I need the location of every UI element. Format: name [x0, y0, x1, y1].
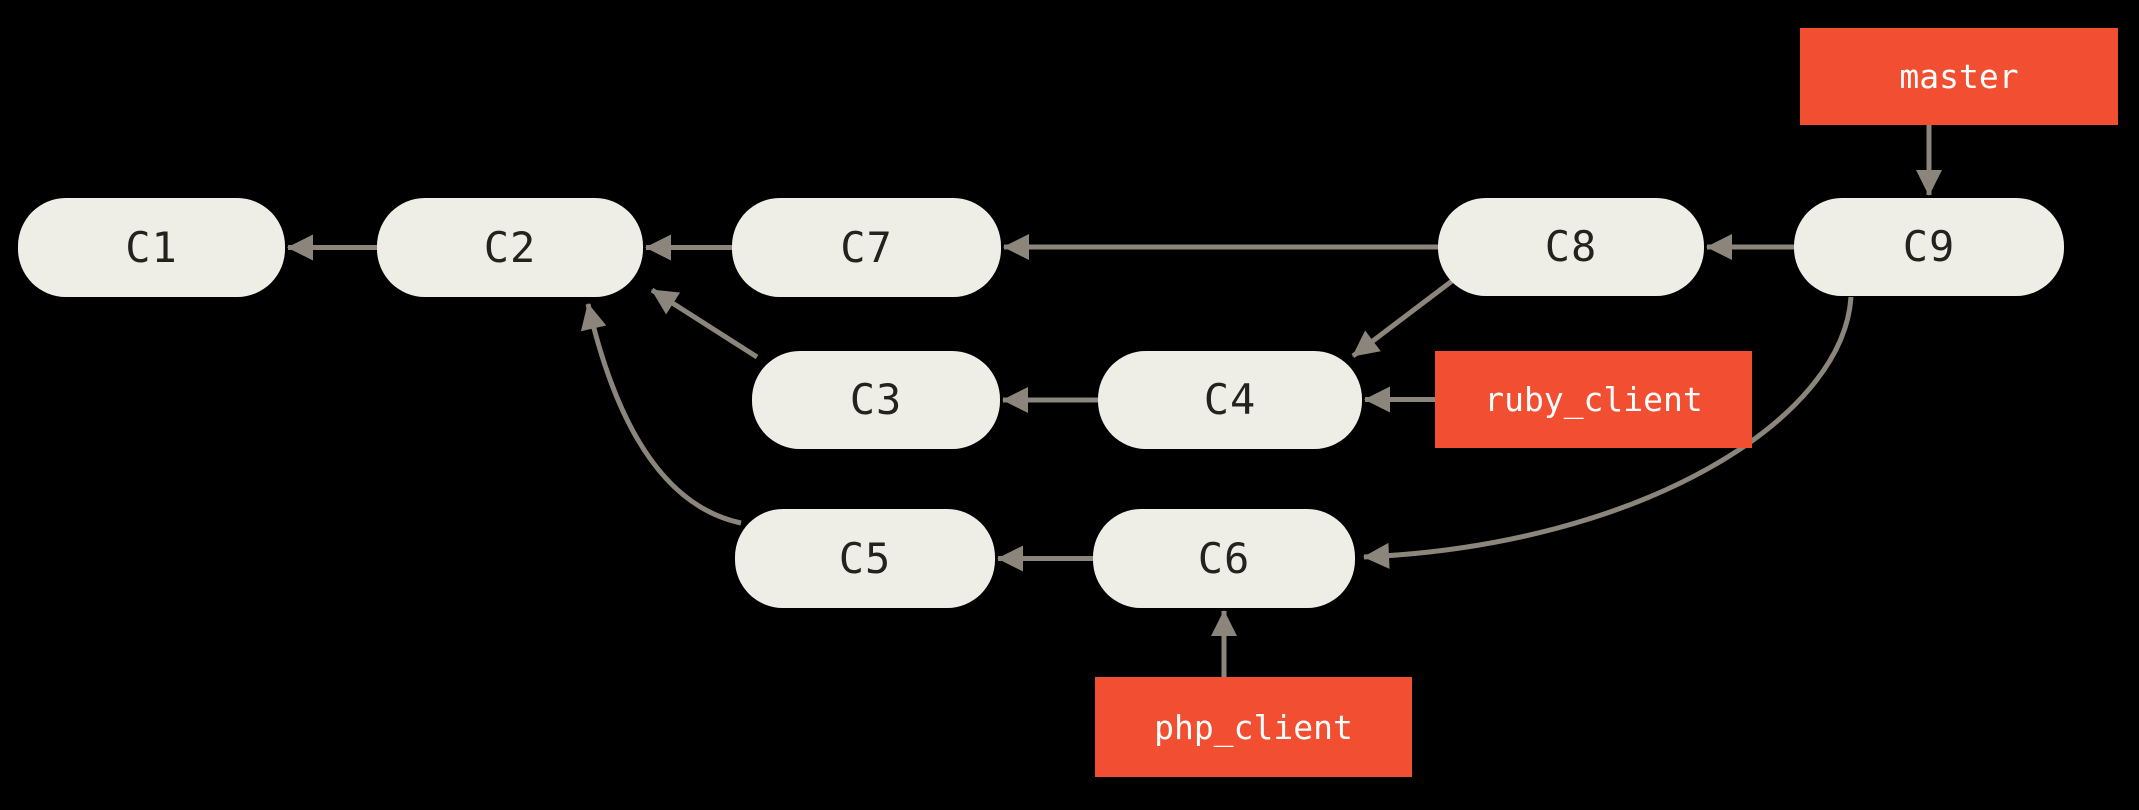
- edge-C8-to-C4: [1351, 279, 1454, 358]
- commit-label-text-C6: C6: [1197, 533, 1251, 583]
- branch-label-ruby_client: ruby_client: [1435, 351, 1752, 448]
- commit-node-C2: C2: [377, 198, 643, 297]
- commit-label-text-C9: C9: [1902, 222, 1956, 271]
- commit-node-C1: C1: [18, 198, 285, 297]
- branch-label-php_client: php_client: [1095, 677, 1412, 777]
- commit-node-C8: C8: [1438, 198, 1704, 296]
- commit-node-C7: C7: [732, 198, 1001, 297]
- commit-node-C3: C3: [752, 351, 1000, 449]
- edge-C5-to-C2: [580, 303, 742, 526]
- edge-C9-to-C6: [1363, 296, 1854, 569]
- commit-label-text-C7: C7: [840, 222, 893, 272]
- commit-label-text-C1: C1: [125, 222, 178, 272]
- commit-label-text-C5: C5: [838, 533, 892, 583]
- commit-label-text-C8: C8: [1544, 222, 1598, 271]
- branch-label-text-php_client: php_client: [1154, 707, 1353, 747]
- commit-label-text-C3: C3: [849, 375, 903, 424]
- branch-label-master: master: [1800, 28, 2118, 125]
- branch-label-text-master: master: [1899, 57, 2019, 96]
- commit-node-C4: C4: [1098, 351, 1362, 449]
- branch-label-text-ruby_client: ruby_client: [1484, 380, 1703, 419]
- commit-node-C9: C9: [1794, 198, 2064, 296]
- commit-label-text-C4: C4: [1203, 375, 1257, 424]
- edge-C3-to-C2: [650, 287, 759, 360]
- commit-label-text-C2: C2: [483, 222, 537, 272]
- commit-node-C5: C5: [735, 509, 995, 608]
- commit-node-C6: C6: [1093, 509, 1355, 608]
